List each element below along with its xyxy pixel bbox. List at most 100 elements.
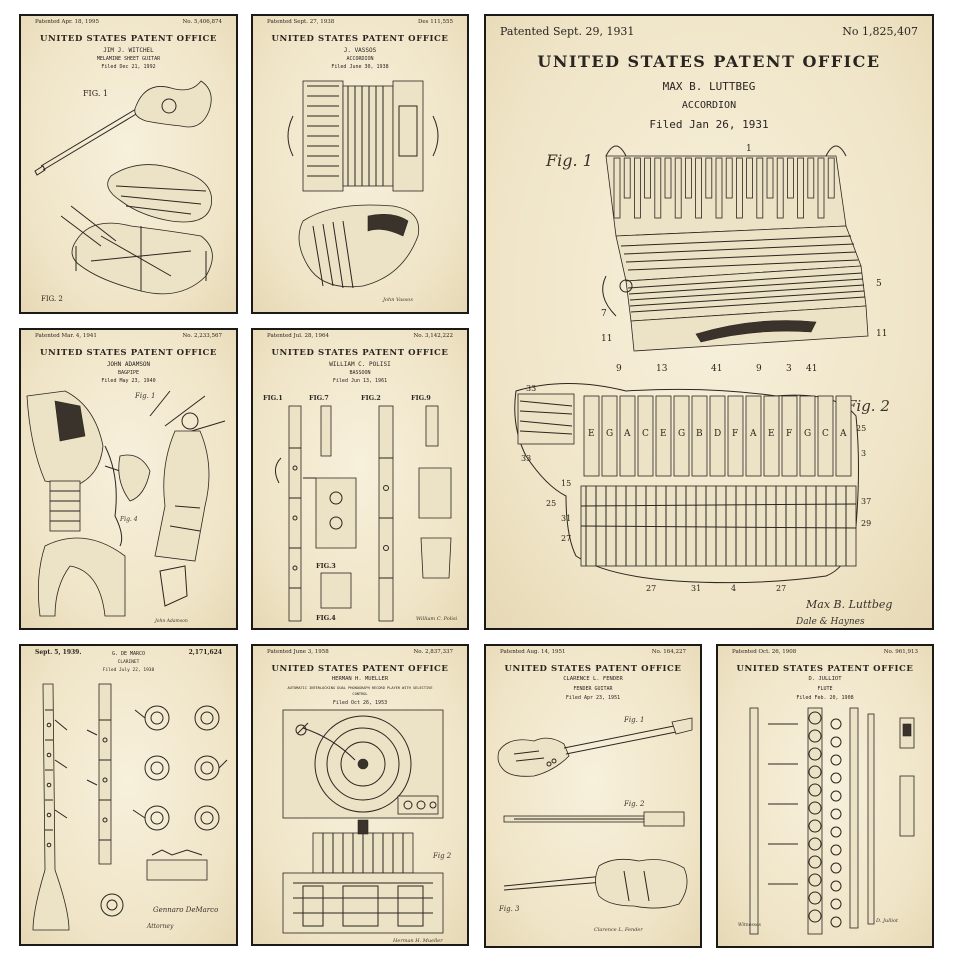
flute-key: [808, 765, 822, 779]
accordion-fig1: Fig. 1 7 11 5 11 9 13 41 9 3 41 1: [506, 136, 906, 376]
flute-key: [830, 862, 842, 874]
invention-title: FLUTE: [817, 686, 833, 692]
key-note-label: F: [786, 429, 792, 439]
keyboard-key: [763, 395, 780, 477]
svg-text:29: 29: [861, 519, 871, 528]
svg-text:33: 33: [521, 454, 531, 463]
accordion-key: [735, 157, 743, 219]
accordion-key: [756, 157, 764, 219]
patent-number: 2,171,624: [188, 649, 222, 656]
patent-date: Patented Sept. 27, 1938: [267, 19, 335, 25]
accordion-key: [817, 157, 825, 219]
flute-key: [830, 898, 842, 910]
inventor-signature: Max B. Luttbeg: [805, 598, 892, 611]
office-title: UNITED STATES PATENT OFFICE: [40, 34, 217, 44]
invention-title: BASSOON: [349, 370, 371, 376]
svg-text:John Vassos: John Vassos: [382, 297, 413, 303]
accordion-key: [807, 157, 815, 199]
flute-key: [808, 891, 822, 905]
attorney-signature: Dale & Haynes: [795, 617, 865, 626]
keyboard-key: [691, 395, 708, 477]
patent-number: No. 3,142,222: [413, 333, 453, 339]
poster-fender-patent: Patented Aug. 14, 1951 No. 164,227 UNITE…: [484, 644, 702, 948]
patent-date: Patented Jul. 28, 1964: [267, 333, 329, 339]
key-note-label: C: [642, 429, 649, 439]
flute-key: [808, 729, 822, 743]
svg-text:9: 9: [616, 364, 622, 374]
poster-clarinet-patent: Sept. 5, 1939. 2,171,624 G. DE MARCO CLA…: [19, 644, 238, 946]
keyboard-key: [601, 395, 618, 477]
poster-accordion-luttbeg: Patented Sept. 29, 1931 No 1,825,407 UNI…: [484, 14, 934, 630]
poster-guitar-patent: Patented Apr. 18, 1995 No. 5,406,874 UNI…: [19, 14, 238, 314]
fig-label: FIG. 1: [83, 89, 108, 98]
key-note-label: A: [623, 429, 631, 439]
svg-text:Herman H. Mueller: Herman H. Mueller: [392, 938, 443, 944]
key-note-label: E: [660, 429, 667, 439]
flute-key: [808, 855, 822, 869]
accordion-key: [613, 157, 621, 219]
flute-key: [830, 808, 842, 820]
patent-date: Patented Mar. 4, 1941: [35, 333, 97, 339]
filed-date: Filed Jan 26, 1931: [649, 118, 769, 131]
flute-key: [830, 790, 842, 802]
inventor-name: G. DE MARCO: [111, 651, 146, 657]
bassoon-drawing: FIG.1 FIG.7 FIG.2 FIG.9 FIG.3 FIG.4 Will…: [261, 388, 465, 626]
fig-label: Fig. 2: [623, 800, 645, 808]
flute-key: [808, 783, 822, 797]
key-note-label: A: [749, 429, 757, 439]
fig-label: FIG.4: [316, 614, 336, 622]
inventor-name: JOHN ADAMSON: [106, 361, 151, 368]
svg-text:7: 7: [601, 309, 607, 319]
key-note-label: C: [822, 429, 829, 439]
accordion-key: [786, 157, 794, 199]
fig-label: FIG.9: [411, 394, 431, 402]
office-title: UNITED STATES PATENT OFFICE: [504, 664, 682, 674]
filed-date: Filed May 23, 1940: [101, 378, 156, 384]
office-title: UNITED STATES PATENT OFFICE: [271, 348, 449, 358]
key-note-label: G: [804, 429, 811, 439]
fig-label: Fig. 1: [545, 151, 593, 170]
fig-label: FIG.1: [263, 394, 283, 402]
svg-text:11: 11: [876, 329, 887, 339]
filed-date: Filed Oct 26, 1953: [332, 700, 388, 706]
accordion-drawing: John Vassos: [283, 76, 443, 306]
invention-title: CLARINET: [117, 660, 140, 665]
keyboard-key: [583, 395, 600, 477]
accordion-key: [725, 157, 733, 199]
fig-label: FIG.2: [361, 394, 381, 402]
svg-text:4: 4: [731, 584, 736, 593]
svg-text:37: 37: [861, 497, 871, 506]
patent-number: Des 111,555: [418, 19, 453, 25]
patent-number: No. 961,913: [883, 649, 918, 655]
key-note-label: A: [839, 429, 847, 439]
key-note-label: G: [678, 429, 685, 439]
fig-label: FIG.7: [309, 394, 329, 402]
flute-key: [808, 909, 822, 923]
poster-accordion-vassos: Patented Sept. 27, 1938 Des 111,555 UNIT…: [251, 14, 469, 314]
svg-text:D. Julliot: D. Julliot: [875, 918, 899, 924]
flute-key: [830, 880, 842, 892]
svg-text:Attorney: Attorney: [146, 923, 174, 930]
keyboard-key: [799, 395, 816, 477]
fig-label: Fig. 3: [498, 905, 520, 913]
patent-number: No. 164,227: [651, 649, 686, 655]
svg-text:27: 27: [776, 584, 786, 593]
flute-key: [830, 772, 842, 784]
accordion-key: [644, 157, 652, 199]
office-title: UNITED STATES PATENT OFFICE: [736, 664, 914, 674]
fig-label: Fig. 1: [623, 716, 644, 724]
keyboard-key: [817, 395, 834, 477]
accordion-key: [633, 157, 641, 219]
inventor-name: J. VASSOS: [343, 47, 377, 54]
invention-title: FENDER GUITAR: [573, 686, 613, 692]
flute-key: [808, 837, 822, 851]
flute-key: [808, 747, 822, 761]
filed-date: Filed Feb. 20, 1908: [796, 695, 854, 701]
accordion-key: [746, 157, 754, 199]
key-note-label: E: [588, 429, 595, 439]
invention-title: ACCORDION: [346, 56, 374, 62]
accordion-key: [776, 157, 784, 219]
flute-key: [808, 819, 822, 833]
svg-text:25: 25: [546, 499, 556, 508]
